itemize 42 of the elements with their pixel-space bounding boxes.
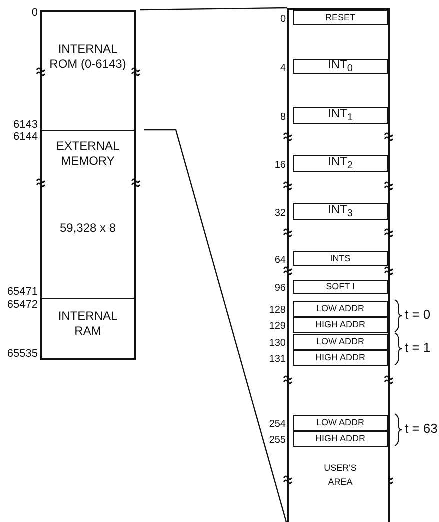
region-label: SOFT I	[325, 280, 356, 294]
address-label: 4	[279, 62, 286, 74]
region-label: HIGH ADDR	[314, 432, 366, 446]
address-label: 65472	[6, 300, 38, 311]
address-label: 6144	[12, 132, 38, 143]
zoom-line	[144, 129, 288, 522]
address-label: 96	[274, 283, 286, 294]
size-label: 59,328 x 8	[58, 221, 118, 236]
region-label: INTERNAL RAM	[57, 309, 119, 339]
address-label: 254	[268, 419, 286, 430]
address-label: 130	[268, 338, 286, 349]
address-label: 129	[268, 321, 286, 332]
region-label: INT$_{3}$	[327, 202, 354, 220]
address-label: 131	[268, 354, 286, 365]
region-label: LOW ADDR	[315, 302, 366, 316]
address-label: 16	[274, 160, 286, 170]
address-label: 65535	[6, 349, 38, 360]
address-label: 128	[268, 305, 286, 316]
address-label: 64	[274, 254, 286, 266]
region-label: INT$_{1}$	[327, 106, 354, 124]
region-label: LOW ADDR	[315, 416, 366, 430]
region-label: INT$_{0}$	[327, 58, 354, 76]
region-label: LOW ADDR	[315, 336, 366, 348]
address-label: 8	[279, 112, 286, 122]
address-label: 0	[279, 14, 286, 24]
region-label: INTERNAL ROM (0-6143)	[48, 42, 128, 72]
timer-label: t = 1	[405, 340, 431, 355]
address-label: 255	[268, 435, 286, 446]
address-label: 6143	[12, 120, 38, 131]
zoom-line	[140, 7, 287, 11]
region-label: USER'S AREA	[323, 462, 358, 489]
address-label: 32	[274, 208, 286, 218]
region-label: EXTERNAL MEMORY	[55, 139, 121, 169]
address-label: 0	[30, 8, 38, 19]
timer-label: t = 63	[405, 421, 438, 436]
timer-label: t = 0	[405, 307, 431, 322]
region-label: INTS	[329, 252, 352, 265]
region-label: RESET	[324, 11, 356, 24]
region-label: HIGH ADDR	[314, 352, 366, 364]
address-label: 65471	[6, 287, 38, 298]
region-label: INT$_{2}$	[327, 154, 354, 172]
region-label: HIGH ADDR	[314, 318, 366, 332]
